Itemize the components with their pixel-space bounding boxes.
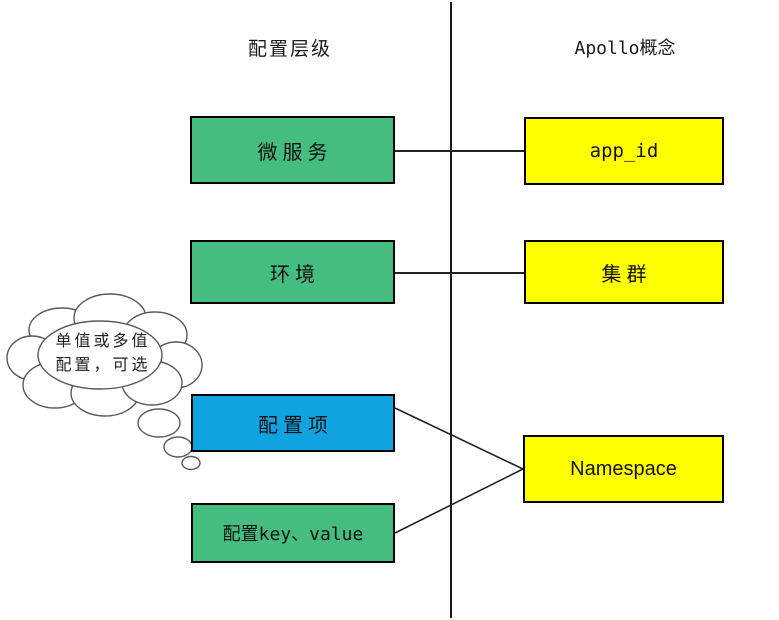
- node-microservice[interactable]: 微服务: [190, 116, 395, 184]
- annotation-text: 单值或多值 配置，可选: [28, 330, 178, 378]
- connector-microservice-to-appid: [395, 150, 524, 152]
- node-environment[interactable]: 环境: [190, 240, 395, 304]
- node-config-item[interactable]: 配置项: [191, 394, 395, 452]
- column-divider-line: [450, 2, 452, 618]
- node-environment-label: 环境: [270, 263, 320, 286]
- column-header-left: 配置层级: [247, 39, 332, 60]
- node-namespace-label: Namespace: [570, 457, 677, 480]
- node-microservice-label: 微服务: [257, 141, 333, 164]
- node-app-id[interactable]: app_id: [524, 117, 724, 185]
- node-namespace[interactable]: Namespace: [523, 435, 724, 503]
- node-app-id-label: app_id: [589, 140, 659, 162]
- column-header-right: Apollo概念: [574, 38, 676, 59]
- annotation-line-2: 配置，可选: [55, 357, 151, 374]
- connector-environment-to-cluster: [395, 272, 524, 274]
- node-cluster-label: 集群: [601, 263, 652, 286]
- annotation-line-1: 单值或多值: [55, 333, 151, 350]
- node-config-key-value[interactable]: 配置key、value: [191, 503, 395, 563]
- node-config-item-label: 配置项: [258, 414, 333, 437]
- node-config-key-value-label: 配置key、value: [222, 524, 364, 545]
- node-cluster[interactable]: 集群: [524, 240, 724, 304]
